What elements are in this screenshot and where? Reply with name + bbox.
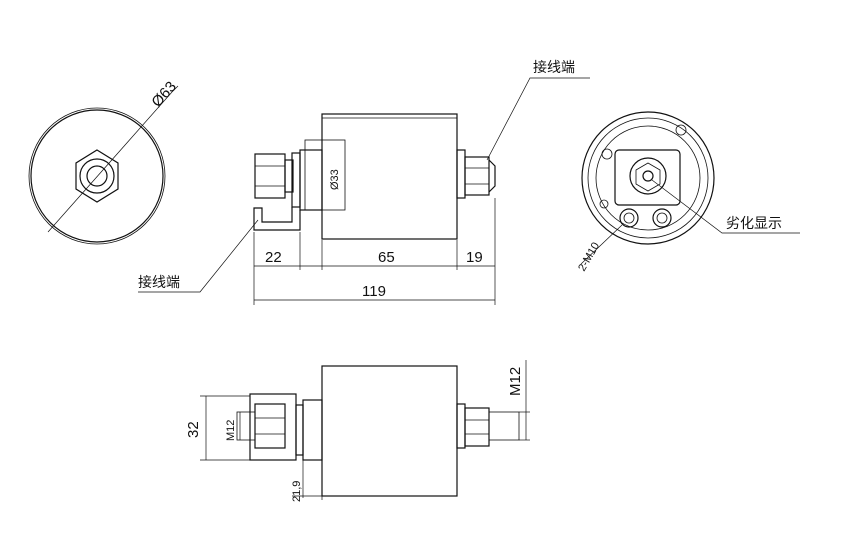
dim-32: 32 xyxy=(185,421,202,438)
diameter-body-label: Ø33 xyxy=(329,169,341,190)
thread-left-label: M12 xyxy=(225,420,237,441)
terminal-label-left: 接线端 xyxy=(138,274,180,291)
top-side-view: Ø33 22 65 19 119 接线端 接线端 xyxy=(138,59,590,305)
right-end-view: 2-M10 劣化显示 xyxy=(576,111,800,274)
dim-21-9: 21,9 xyxy=(291,481,303,502)
diameter-outer-label: Ø63 xyxy=(148,78,180,110)
dim-119: 119 xyxy=(362,283,386,300)
dim-65: 65 xyxy=(378,249,395,266)
bolt-holes-label: 2-M10 xyxy=(576,240,602,273)
dim-22: 22 xyxy=(265,249,282,266)
dim-19: 19 xyxy=(466,249,483,266)
terminal-label-top: 接线端 xyxy=(533,59,575,76)
left-end-view: Ø63 xyxy=(28,78,180,245)
thread-right-label: M12 xyxy=(507,367,524,396)
degradation-display-label: 劣化显示 xyxy=(726,216,782,232)
bottom-view: 32 M12 M12 21,9 xyxy=(185,360,530,502)
